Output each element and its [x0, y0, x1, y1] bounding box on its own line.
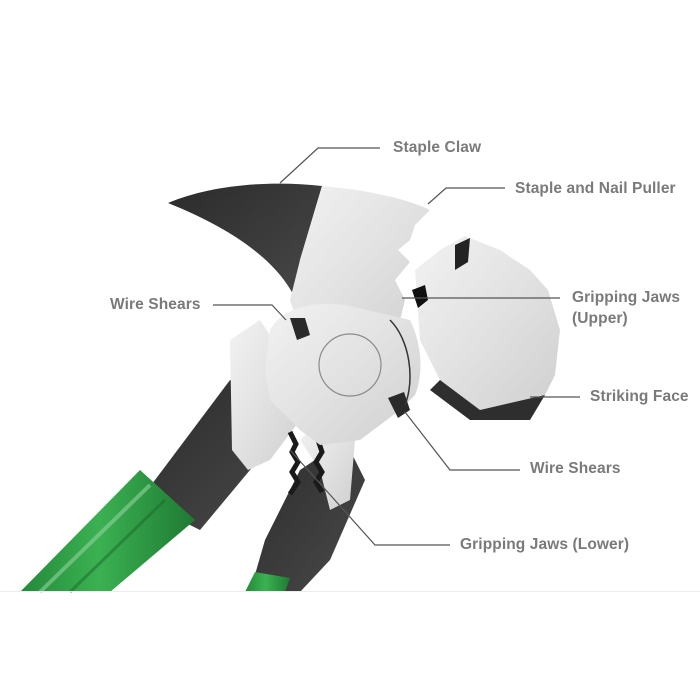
pivot-plate [265, 303, 421, 445]
leader-wire-shears-left [213, 304, 287, 321]
label-gripping-jaws-upper-suffix: (Upper) [572, 310, 628, 327]
label-staple-claw: Staple Claw [393, 139, 482, 156]
label-wire-shears-right: Wire Shears [530, 460, 621, 477]
lower-jaws [230, 320, 355, 510]
label-staple-and-nail-puller: Staple and Nail Puller [515, 180, 676, 197]
leader-staple-claw [279, 147, 380, 184]
label-gripping-jaws-lower: Gripping Jaws (Lower) [460, 536, 630, 553]
striking-face-block [412, 236, 560, 420]
leader-staple-nail-puller [427, 187, 505, 205]
label-striking-face: Striking Face [590, 388, 689, 405]
label-gripping-jaws-upper: Gripping Jaws [572, 289, 681, 306]
label-wire-shears-left: Wire Shears [110, 296, 201, 313]
leader-lines [213, 147, 580, 546]
divider [0, 591, 700, 592]
staple-claw-shape [168, 183, 322, 313]
leader-gripping-jaws-lower [289, 449, 450, 546]
leader-wire-shears-right [404, 411, 520, 471]
